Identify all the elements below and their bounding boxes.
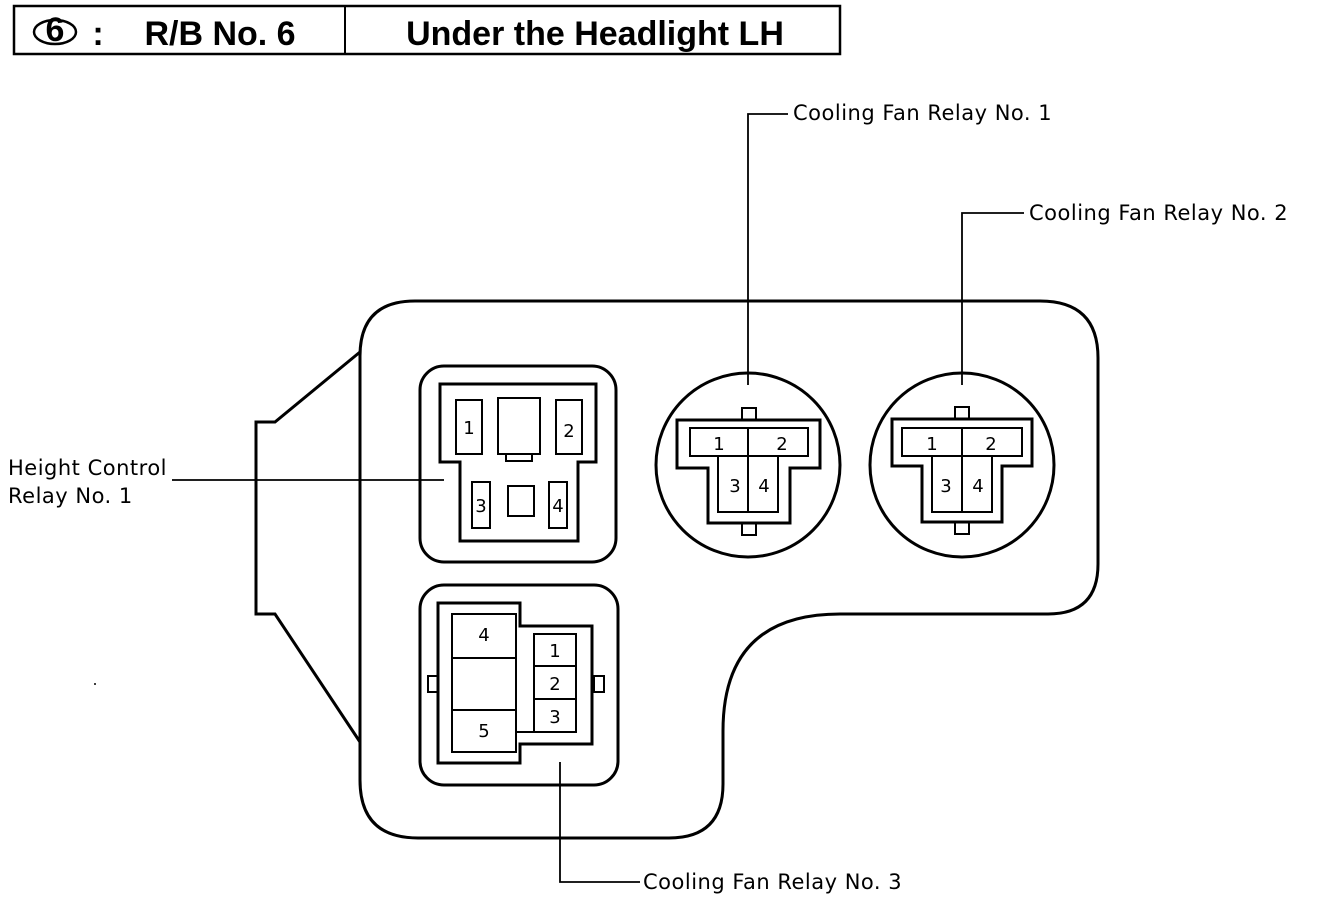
label-cooling-fan-relay-1: Cooling Fan Relay No. 1 bbox=[793, 101, 1052, 125]
f1-pin-3: 3 bbox=[729, 476, 740, 497]
block-number: 6 bbox=[46, 11, 65, 49]
f2-pin-3: 3 bbox=[940, 476, 951, 497]
hc-pin-2: 2 bbox=[563, 421, 574, 442]
f3-pin-1: 1 bbox=[549, 641, 560, 662]
leader-lines bbox=[172, 113, 1024, 883]
f2-pin-4: 4 bbox=[972, 476, 983, 497]
hc-pin-4: 4 bbox=[552, 496, 563, 517]
cooling-fan-relay-2: 1 2 3 4 bbox=[868, 371, 1056, 559]
label-cooling-fan-relay-2: Cooling Fan Relay No. 2 bbox=[1029, 201, 1288, 225]
cooling-fan-relay-1: 1 2 3 4 bbox=[654, 371, 842, 559]
f3-pin-2: 2 bbox=[549, 674, 560, 695]
f2-pin-1: 1 bbox=[926, 434, 937, 455]
height-control-relay: 1 2 3 4 bbox=[418, 364, 618, 564]
cooling-fan-relay-3: 4 5 1 2 3 bbox=[418, 583, 620, 787]
label-height-control-relay-line2: Relay No. 1 bbox=[8, 484, 133, 508]
hc-pin-1: 1 bbox=[463, 418, 474, 439]
hc-pin-3: 3 bbox=[475, 496, 486, 517]
label-height-control-relay-line1: Height Control bbox=[8, 456, 167, 480]
block-location: Under the Headlight LH bbox=[406, 15, 784, 53]
f2-pin-2: 2 bbox=[985, 434, 996, 455]
relay-block-housing bbox=[254, 299, 1100, 840]
f3-pin-3: 3 bbox=[549, 707, 560, 728]
f3-pin-5: 5 bbox=[478, 721, 489, 742]
title-separator: : bbox=[92, 15, 103, 53]
block-name: R/B No. 6 bbox=[144, 15, 295, 53]
label-cooling-fan-relay-3: Cooling Fan Relay No. 3 bbox=[643, 870, 902, 894]
f1-pin-2: 2 bbox=[776, 434, 787, 455]
f3-pin-4: 4 bbox=[478, 625, 489, 646]
block-number-badge bbox=[32, 18, 78, 46]
title-bar: 6 : R/B No. 6 Under the Headlight LH bbox=[12, 4, 842, 56]
f1-pin-4: 4 bbox=[758, 476, 769, 497]
scan-dot bbox=[94, 683, 96, 685]
f1-pin-1: 1 bbox=[713, 434, 724, 455]
